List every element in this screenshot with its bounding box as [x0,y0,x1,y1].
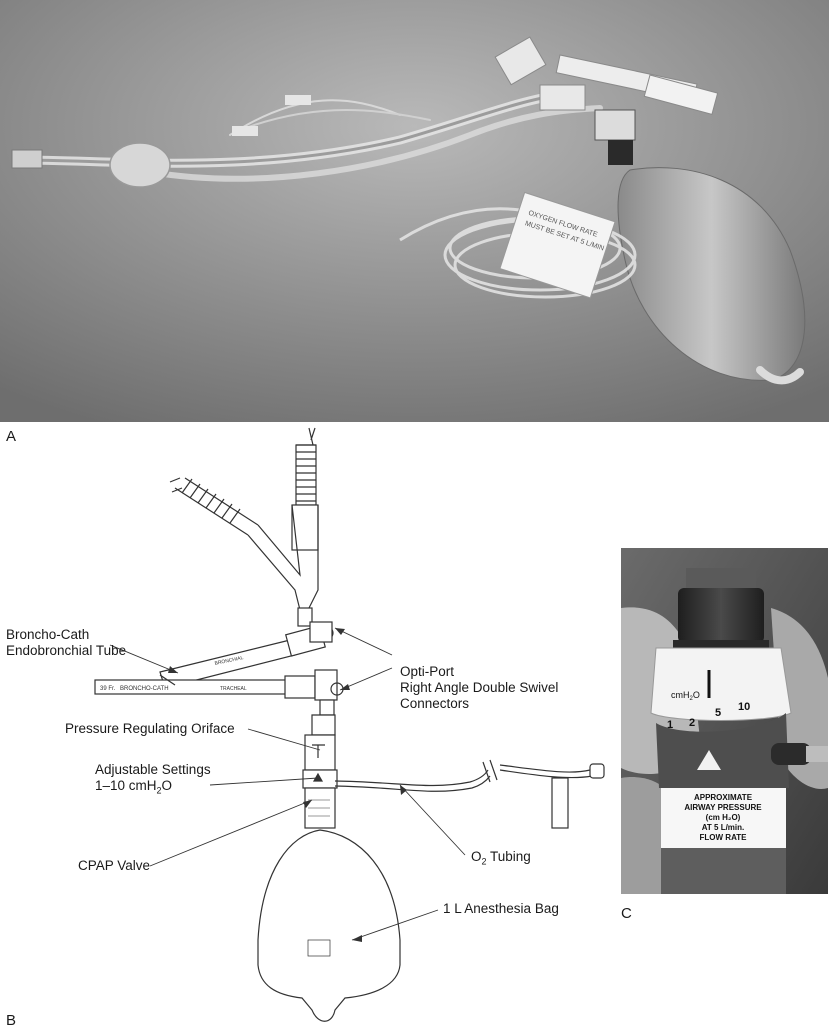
svg-text:APPROXIMATE: APPROXIMATE [694,793,753,802]
dial-label-text: APPROXIMATE AIRWAY PRESSURE (cm H₂O) AT … [684,793,762,842]
anesthesia-bag-drawing [257,829,401,1022]
pressure-orifice-part [304,734,336,771]
callout-o2-tubing: O2 Tubing [471,849,531,867]
leader-opti-port-upper [334,627,393,656]
tubing-package-card: OXYGEN FLOW RATE MUST BE SET AT 5 L/MIN [499,191,616,299]
corrugated-hose-vertical [291,427,319,551]
svg-text:FLOW RATE: FLOW RATE [700,833,748,842]
panel-label-c: C [621,905,632,922]
leader-o2-tubing [399,784,466,856]
callout-anesthesia-bag: 1 L Anesthesia Bag [443,901,559,916]
bronchial-lumen-connector [159,621,334,689]
endobronchial-tube-photo [11,90,603,188]
svg-text:5: 5 [715,707,721,719]
leader-cpap-valve [149,799,313,867]
photo-a: OXYGEN FLOW RATE MUST BE SET AT 5 L/MIN [0,0,829,422]
cpap-adjust-part [302,769,338,789]
o2-tubing-line [334,759,605,829]
callout-pressure-orifice: Pressure Regulating Oriface [65,721,235,736]
leader-adjustable [209,777,319,786]
callout-opti-port: Opti-Port Right Angle Double Swivel Conn… [400,664,559,711]
svg-text:10: 10 [738,701,750,713]
svg-text:39 Fr.: 39 Fr. [100,686,116,692]
connectors-photo [494,36,719,165]
cpap-valve-part [304,787,336,829]
leader-opti-port-lower [339,667,393,691]
callout-cpap-valve: CPAP Valve [78,858,151,873]
callout-adjustable-settings: Adjustable Settings 1–10 cmH2O [95,762,211,796]
svg-text:BRONCHO-CATH: BRONCHO-CATH [120,686,169,692]
svg-text:AIRWAY PRESSURE: AIRWAY PRESSURE [684,803,762,812]
svg-text:BRONCHIAL: BRONCHIAL [214,655,244,667]
leader-pressure-orifice [247,728,321,751]
leader-anesthesia-bag [351,909,439,941]
svg-text:AT 5 L/min.: AT 5 L/min. [702,823,745,832]
svg-text:1: 1 [667,719,673,731]
svg-text:(cm H₂O): (cm H₂O) [706,813,741,822]
corrugated-hose-diagonal [169,477,259,536]
panel-label-b: B [6,1012,17,1029]
tracheal-lumen-connector [94,669,344,716]
panel-label-a: A [6,428,17,445]
svg-text:TRACHEAL: TRACHEAL [220,686,247,692]
callout-broncho-cath: Broncho-Cath Endobronchial Tube [6,627,127,658]
photo-c: cmH2O 1 2 5 10 APPROXIMATE AIRWAY PRESSU… [621,548,828,894]
y-piece [247,504,319,611]
svg-text:2: 2 [689,717,695,729]
dial-unit-label: cmH2O [671,690,700,702]
